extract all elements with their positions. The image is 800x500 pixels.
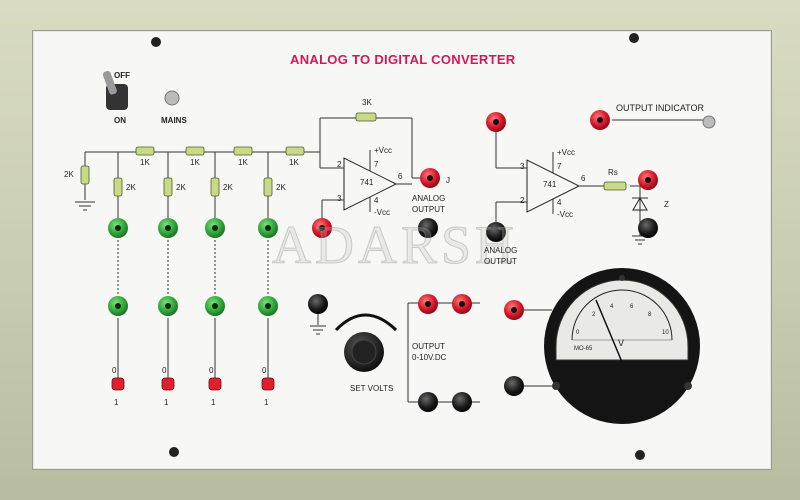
opamp2-pin6: 6 <box>581 174 586 183</box>
output-indicator-lamp <box>702 115 716 129</box>
switch-off-label: OFF <box>114 71 130 80</box>
resistor-label-2k: 2K <box>176 183 186 192</box>
meter-scale-4: 4 <box>610 304 614 310</box>
page-title: ANALOG TO DIGITAL CONVERTER <box>290 52 516 67</box>
bit-4-one-label: 1 <box>264 398 269 407</box>
resistor-label-2k: 2K <box>64 170 74 179</box>
opamp2-pin2: 2 <box>520 196 525 205</box>
resistor-3k-feedback <box>355 112 377 122</box>
bit-1-zero-label: 0 <box>112 366 117 375</box>
bit-toggle-switch-2[interactable] <box>161 377 175 391</box>
opamp1-pin6: 6 <box>398 172 403 181</box>
output-indicator-label: OUTPUT INDICATOR <box>616 103 705 113</box>
analog-output-label-2a: ANALOG <box>484 246 518 255</box>
analog-output-label-1a: ANALOG <box>412 194 446 203</box>
resistor-rs <box>603 181 627 191</box>
resistor-1k-3 <box>233 146 253 156</box>
opamp1-pin4: 4 <box>374 196 379 205</box>
opamp2-pin3: 3 <box>520 162 525 171</box>
resistor-label-2k: 2K <box>126 183 136 192</box>
resistor-2k-1 <box>113 177 123 197</box>
meter-scale-2: 2 <box>592 312 596 318</box>
resistor-1k-4 <box>285 146 305 156</box>
bit-toggle-switch-3[interactable] <box>208 377 222 391</box>
resistor-label-1k: 1K <box>238 158 248 167</box>
opamp1-chip-label: 741 <box>360 178 374 187</box>
set-volts-knob[interactable] <box>344 332 384 372</box>
panel-screw <box>635 450 645 460</box>
bit-toggle-switch-1[interactable] <box>111 377 125 391</box>
resistor-2k-3 <box>210 177 220 197</box>
panel-screw <box>169 447 179 457</box>
black-terminal-supply-ground[interactable] <box>308 294 328 314</box>
analog-output-label-2b: OUTPUT <box>484 257 517 266</box>
voltmeter <box>544 268 700 424</box>
mains-label: MAINS <box>161 116 187 125</box>
zener-label: Z <box>664 200 669 209</box>
resistor-2k-terminator <box>80 165 90 185</box>
meter-scale-6: 6 <box>630 304 634 310</box>
mains-power-switch[interactable] <box>102 70 128 110</box>
resistor-label-1k: 1K <box>289 158 299 167</box>
resistor-label-2k: 2K <box>223 183 233 192</box>
meter-scale-10: 10 <box>662 330 669 336</box>
resistor-1k-2 <box>185 146 205 156</box>
meter-scale-8: 8 <box>648 312 652 318</box>
meter-scale-0: 0 <box>576 330 580 336</box>
meter-needle <box>595 299 623 363</box>
opamp2-pin4: 4 <box>557 198 562 207</box>
resistor-label-2k: 2K <box>276 183 286 192</box>
watermark: ADARSH <box>271 215 519 276</box>
opamp1-pin7: 7 <box>374 160 379 169</box>
panel-screw <box>629 33 639 43</box>
opamp1-minus-vcc: -Vcc <box>374 208 390 217</box>
bit-toggle-switch-4[interactable] <box>261 377 275 391</box>
resistor-2k-4 <box>263 177 273 197</box>
resistor-label-1k: 1K <box>140 158 150 167</box>
bit-3-zero-label: 0 <box>209 366 214 375</box>
black-terminal-analog-output-2[interactable] <box>486 222 506 242</box>
opamp2-chip-label: 741 <box>543 180 557 189</box>
bit-1-one-label: 1 <box>114 398 119 407</box>
opamp2-minus-vcc: -Vcc <box>557 210 573 219</box>
bit-2-one-label: 1 <box>164 398 169 407</box>
bit-3-one-label: 1 <box>211 398 216 407</box>
opamp1-plus-vcc: +Vcc <box>374 146 393 155</box>
bit-4-zero-label: 0 <box>262 366 267 375</box>
opamp1-output-j-label: J <box>446 176 450 185</box>
meter-unit-label: V <box>618 338 625 348</box>
supply-range-label: 0-10V.DC <box>412 353 447 362</box>
opamp1-pin2: 2 <box>337 160 342 169</box>
black-terminal-ground[interactable] <box>638 218 658 238</box>
opamp2-pin7: 7 <box>557 162 562 171</box>
set-volts-label: SET VOLTS <box>350 384 394 393</box>
resistor-1k-1 <box>135 146 155 156</box>
resistor-2k-2 <box>163 177 173 197</box>
rs-label: Rs <box>608 168 618 177</box>
mains-indicator-lamp <box>164 90 180 106</box>
opamp2-plus-vcc: +Vcc <box>557 148 576 157</box>
switch-on-label: ON <box>114 116 126 125</box>
black-terminal-analog-output[interactable] <box>418 218 438 238</box>
meter-maker-label: MO-65 <box>574 346 593 352</box>
supply-output-label: OUTPUT <box>412 342 445 351</box>
bit-2-zero-label: 0 <box>162 366 167 375</box>
feedback-resistor-label: 3K <box>362 98 372 107</box>
black-terminal-meter-negative[interactable] <box>504 376 524 396</box>
black-terminal-supply-negative-1[interactable] <box>418 392 438 412</box>
analog-output-label-1b: OUTPUT <box>412 205 445 214</box>
opamp1-pin3: 3 <box>337 194 342 203</box>
black-terminal-supply-negative-2[interactable] <box>452 392 472 412</box>
panel-screw <box>151 37 161 47</box>
resistor-label-1k: 1K <box>190 158 200 167</box>
